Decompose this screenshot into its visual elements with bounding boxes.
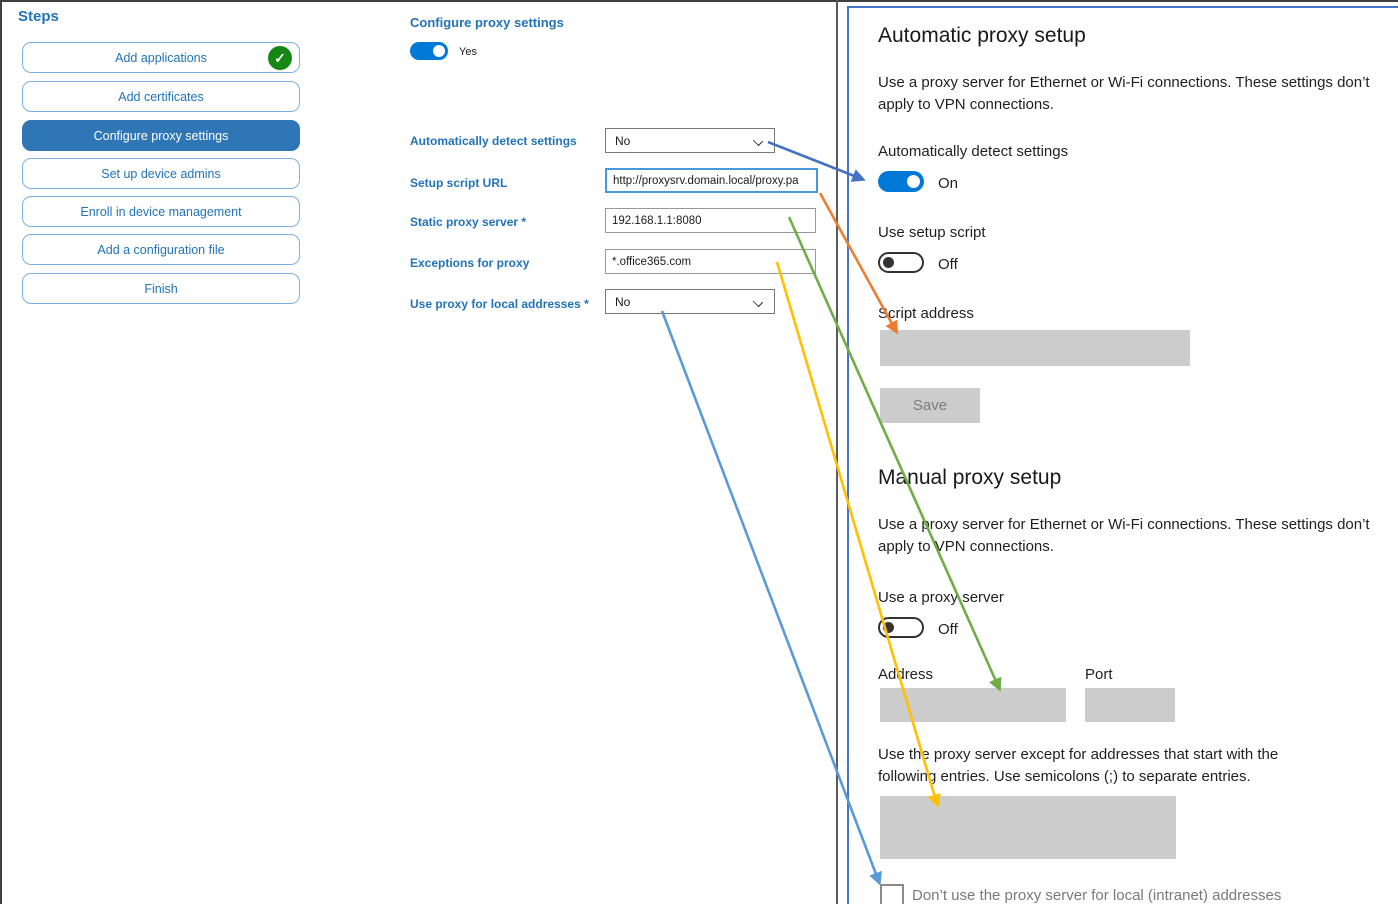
intranet-addresses-checkbox-label: Don’t use the proxy server for local (in…: [912, 887, 1282, 904]
port-label: Port: [1085, 666, 1113, 683]
static-proxy-server-input[interactable]: [605, 208, 816, 233]
use-proxy-server-label: Use a proxy server: [878, 589, 1004, 606]
step-label: Add applications: [115, 50, 207, 65]
automatic-proxy-setup-heading: Automatic proxy setup: [878, 24, 1086, 47]
configure-proxy-toggle[interactable]: [410, 42, 448, 60]
chevron-down-icon: [752, 135, 764, 147]
detect-settings-state: On: [938, 175, 959, 192]
static-proxy-server-label: Static proxy server *: [410, 215, 527, 229]
selected-value: No: [615, 294, 631, 309]
use-proxy-server-toggle[interactable]: [878, 617, 924, 638]
detect-settings-label: Automatically detect settings: [878, 143, 1069, 160]
use-setup-script-state: Off: [938, 256, 958, 273]
exceptions-for-proxy-input[interactable]: [605, 249, 816, 274]
detect-settings-toggle[interactable]: [878, 171, 924, 192]
port-input[interactable]: [1085, 688, 1175, 722]
pane-divider: [836, 0, 838, 904]
automatic-proxy-description: Use a proxy server for Ethernet or Wi-Fi…: [878, 74, 1370, 113]
script-address-label: Script address: [878, 305, 974, 322]
steps-title: Steps: [18, 8, 59, 25]
configure-proxy-toggle-label: Yes: [459, 46, 477, 58]
address-input[interactable]: [880, 688, 1066, 722]
outer-border-top: [0, 0, 1398, 2]
windows-settings-proxy-panel: Automatic proxy setup Use a proxy server…: [847, 6, 1398, 904]
address-label: Address: [878, 666, 934, 683]
auto-detect-settings-label: Automatically detect settings: [410, 134, 577, 148]
step-label: Finish: [144, 281, 178, 296]
check-circle-icon: ✓: [268, 46, 292, 70]
sidebar-item-set-up-device-admins[interactable]: Set up device admins: [22, 158, 300, 189]
save-button[interactable]: Save: [880, 388, 980, 423]
auto-detect-settings-select[interactable]: No: [605, 128, 775, 153]
page-title: Configure proxy settings: [410, 15, 564, 30]
use-proxy-server-state: Off: [938, 621, 958, 638]
sidebar-item-configure-proxy-settings[interactable]: Configure proxy settings: [22, 120, 300, 151]
use-setup-script-toggle[interactable]: [878, 252, 924, 273]
step-label: Add a configuration file: [97, 242, 225, 257]
manual-proxy-setup-heading: Manual proxy setup: [878, 466, 1062, 489]
script-address-input[interactable]: [880, 330, 1190, 366]
proxy-exceptions-textarea[interactable]: [880, 796, 1176, 859]
sidebar-item-add-a-configuration-file[interactable]: Add a configuration file: [22, 234, 300, 265]
step-label: Configure proxy settings: [93, 128, 229, 143]
manual-proxy-description: Use a proxy server for Ethernet or Wi-Fi…: [878, 516, 1370, 555]
outer-border-left: [0, 0, 2, 904]
sidebar-item-finish[interactable]: Finish: [22, 273, 300, 304]
step-label: Add certificates: [118, 89, 204, 104]
setup-script-url-label: Setup script URL: [410, 176, 508, 190]
use-proxy-local-addresses-label: Use proxy for local addresses *: [410, 297, 589, 311]
sidebar-item-add-certificates[interactable]: Add certificates: [22, 81, 300, 112]
use-setup-script-label: Use setup script: [878, 224, 986, 241]
sidebar-item-add-applications[interactable]: Add applications ✓: [22, 42, 300, 73]
step-label: Enroll in device management: [80, 204, 242, 219]
sidebar-item-enroll-in-device-management[interactable]: Enroll in device management: [22, 196, 300, 227]
selected-value: No: [615, 133, 631, 148]
intranet-addresses-checkbox[interactable]: [880, 884, 904, 904]
setup-script-url-input[interactable]: [605, 168, 818, 193]
exceptions-for-proxy-label: Exceptions for proxy: [410, 256, 530, 270]
step-label: Set up device admins: [101, 166, 221, 181]
use-proxy-local-addresses-select[interactable]: No: [605, 289, 775, 314]
chevron-down-icon: [752, 296, 764, 308]
proxy-exceptions-description: Use the proxy server except for addresse…: [878, 746, 1279, 785]
